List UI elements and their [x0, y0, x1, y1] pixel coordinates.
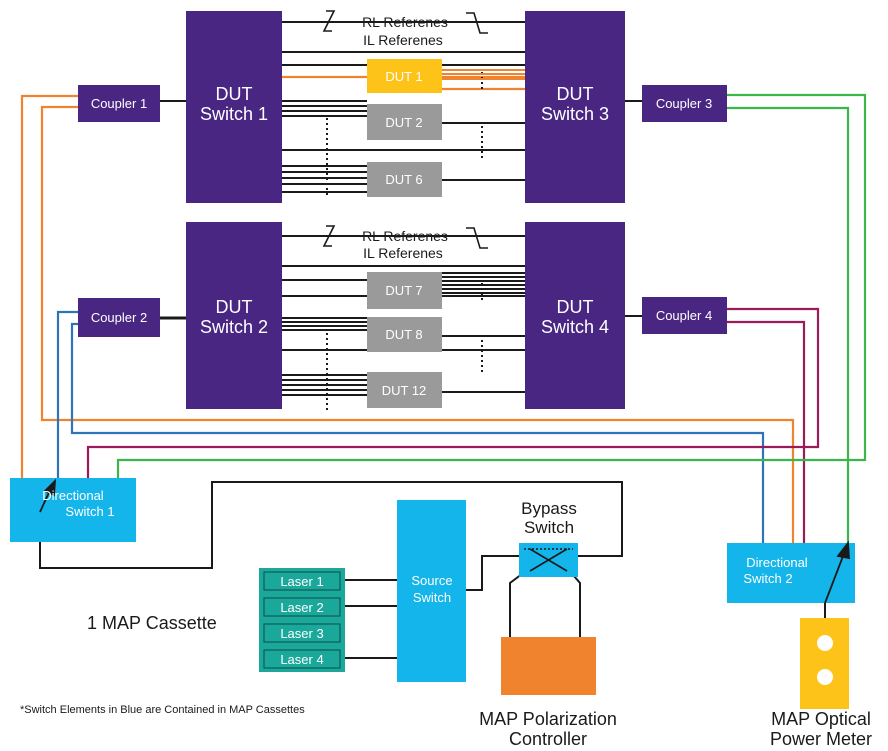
power-meter-port-1-icon	[817, 635, 833, 651]
directional-switch-1-label-line2: Switch 1	[65, 504, 114, 519]
dut1-orange-leads	[442, 69, 525, 80]
coupler-3-label: Coupler 3	[656, 96, 712, 111]
dotted-ellipsis	[326, 72, 483, 410]
dut-6-block	[367, 162, 442, 197]
green-fiber-routes	[116, 93, 867, 543]
dut-switch-2-block	[186, 222, 282, 409]
dut-2-label: DUT 2	[385, 115, 422, 130]
magenta-fiber-routes	[86, 307, 820, 543]
optical-power-meter-label-line1: MAP Optical	[771, 709, 871, 729]
dut-1-block	[367, 59, 442, 93]
dut-8-label: DUT 8	[385, 327, 422, 342]
coupler-4-block	[642, 297, 727, 334]
il-references-bottom-label: IL Referenes	[363, 245, 443, 261]
rl-references-bottom-label: RL Referenes	[362, 228, 448, 244]
directional-switch-1-arrow-icon	[39, 478, 57, 513]
source-switch-label-line2: Switch	[413, 590, 451, 605]
directional-switch-2-arrow-icon	[824, 540, 850, 604]
dut-switch-4-label-line1: DUT	[557, 297, 594, 317]
bypass-switch-label-line1: Bypass	[521, 499, 577, 518]
directional-switch-1-label-line1: Directional	[42, 488, 104, 503]
coupler-1-block	[78, 85, 160, 122]
footnote: *Switch Elements in Blue are Contained i…	[20, 704, 305, 716]
dut-8-block	[367, 317, 442, 352]
laser-2-label: Laser 2	[280, 600, 323, 615]
laser-slots	[263, 571, 341, 669]
dut-switch-4-block	[525, 222, 625, 409]
dut-switch-3-block	[525, 11, 625, 203]
directional-switch-2-label-line1: Directional	[746, 555, 808, 570]
directional-switch-2-block	[727, 543, 855, 603]
source-switch-label-line1: Source	[411, 573, 452, 588]
dut-7-block	[367, 272, 442, 309]
polarization-controller-block	[501, 637, 596, 695]
coupler-3-block	[642, 85, 727, 122]
dut-switch-1-block	[186, 11, 282, 203]
dut-7-label: DUT 7	[385, 283, 422, 298]
coupler-2-label: Coupler 2	[91, 310, 147, 325]
bypass-cross-icon	[524, 548, 573, 572]
laser-1-label: Laser 1	[280, 574, 323, 589]
directional-switch-1-block	[10, 478, 136, 542]
source-switch-block	[397, 500, 466, 682]
dut-switch-3-label-line2: Switch 3	[541, 104, 609, 124]
dut-switch-2-label-line2: Switch 2	[200, 317, 268, 337]
laser-3-label: Laser 3	[280, 626, 323, 641]
bypass-switch-label-line2: Switch	[524, 518, 574, 537]
coupler-4-label: Coupler 4	[656, 308, 712, 323]
dut-switch-4-label-line2: Switch 4	[541, 317, 609, 337]
polarization-controller-label-line2: Controller	[509, 729, 587, 749]
dut-1-label: DUT 1	[385, 69, 422, 84]
optical-power-meter-block	[800, 618, 849, 709]
dut-12-label: DUT 12	[382, 383, 427, 398]
map-cassette-label: 1 MAP Cassette	[87, 613, 217, 633]
coupler-2-block	[78, 298, 160, 337]
il-references-top-label: IL Referenes	[363, 32, 443, 48]
dut-switch-2-label-line1: DUT	[216, 297, 253, 317]
dut-switch-1-label-line2: Switch 1	[200, 104, 268, 124]
polarization-controller-label-line1: MAP Polarization	[479, 709, 617, 729]
laser-4-label: Laser 4	[280, 652, 323, 667]
dut-12-block	[367, 372, 442, 408]
dut-switch-3-label-line1: DUT	[557, 84, 594, 104]
directional-switch-2-label-line2: Switch 2	[743, 571, 792, 586]
optical-power-meter-label-line2: Power Meter	[770, 729, 872, 749]
reference-break-marks	[322, 10, 488, 249]
dut-switch-1-label-line1: DUT	[216, 84, 253, 104]
power-meter-port-2-icon	[817, 669, 833, 685]
rl-references-top-label: RL Referenes	[362, 14, 448, 30]
dut-6-label: DUT 6	[385, 172, 422, 187]
blue-fiber-routes	[56, 310, 765, 543]
dut-2-block	[367, 104, 442, 140]
map-cassette-block	[259, 568, 345, 672]
coupler-1-label: Coupler 1	[91, 96, 147, 111]
